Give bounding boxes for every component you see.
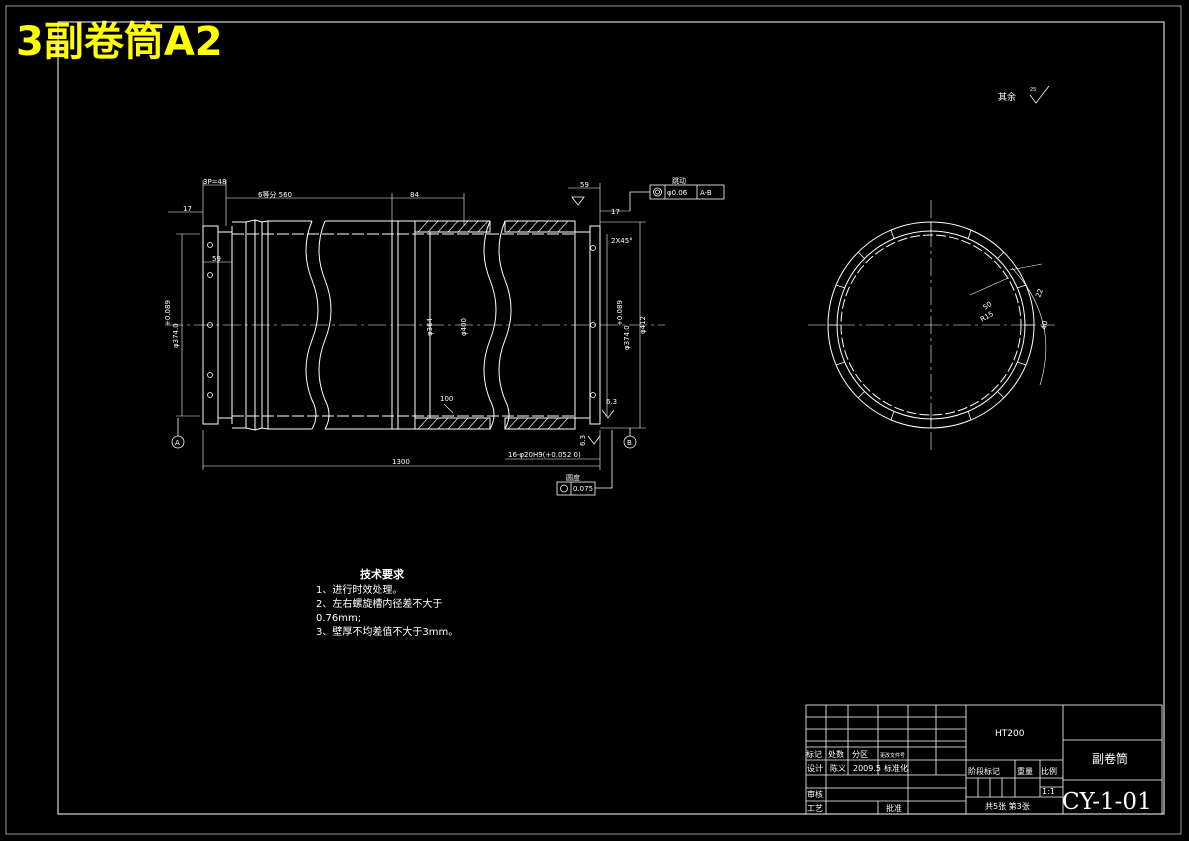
title-block-texts: HT200 副卷筒 CY-1-01 标记 处数 分区 更改文件号 设计 陈义 2… [806, 729, 1152, 815]
design-date: 2009.5 [853, 764, 881, 773]
dim-40: 40 [1040, 320, 1049, 330]
dim-phi400: φ400 [460, 318, 468, 336]
dim-63b: 6.3 [579, 435, 587, 446]
title-block [805, 704, 1163, 815]
approve-label: 批准 [886, 803, 902, 813]
dim-50: 50 [982, 300, 994, 312]
roundness-tolerance-frame [556, 430, 613, 496]
mark-label: 标记 [806, 749, 822, 759]
dim-84: 84 [410, 191, 419, 199]
dim-phi374-left: φ374.0 [172, 323, 180, 348]
drawing-title: 3副卷筒A2 [16, 19, 223, 65]
bolt-hole-icons [207, 242, 596, 398]
drum-side-view [808, 200, 1055, 450]
side-view-dimensions [969, 263, 1047, 386]
dim-2x45: 2X45° [611, 237, 633, 245]
dim-22: 22 [1034, 288, 1045, 299]
note-item-3: 0.76mm; [316, 613, 362, 624]
note-item-1: 1、进行时效处理。 [316, 585, 403, 596]
datum-b-label: B [627, 439, 632, 447]
dim-17b: 17 [611, 208, 620, 216]
material: HT200 [995, 729, 1025, 739]
review-label: 审核 [807, 789, 823, 799]
zone-label: 分区 [852, 750, 868, 759]
weight-label: 重量 [1017, 766, 1033, 776]
drawing-number: CY-1-01 [1062, 789, 1152, 815]
surface-finish-label: 其余 [998, 91, 1016, 103]
runout-label: 跳动 [672, 176, 686, 185]
dim-17a: 17 [183, 205, 192, 213]
runout-value: φ0.06 [667, 189, 688, 197]
dim-59a: 59 [212, 255, 221, 263]
change-doc-label: 更改文件号 [880, 752, 905, 759]
roughness-icons [571, 196, 615, 445]
dim-1300: 1300 [392, 458, 410, 466]
notes-title: 技术要求 [360, 568, 404, 581]
sheet-count: 共5张 第3张 [985, 801, 1030, 811]
dim-tol-left: +0.089 [164, 300, 172, 326]
datum-a-label: A [175, 439, 180, 447]
roundness-label: 圆度 [566, 473, 580, 482]
datum-symbols [171, 418, 637, 449]
dim-holes: 16-φ20H9(+0.052 0) [508, 451, 581, 459]
dim-phi364: φ364 [426, 317, 434, 336]
section-hatch [417, 220, 569, 430]
design-label: 设计 [807, 763, 823, 773]
dim-3p: 3P=48 [203, 178, 226, 186]
part-name: 副卷筒 [1092, 751, 1128, 766]
dim-63a: 6.3 [606, 398, 617, 406]
runout-tolerance-frame [629, 184, 725, 211]
stage-label: 阶段标记 [968, 766, 1000, 776]
dim-59b: 59 [580, 181, 589, 189]
technical-requirements: 技术要求 1、进行时效处理。 2、左右螺旋槽内径差不大于 0.76mm; 3、壁… [316, 568, 458, 640]
scale-label: 比例 [1041, 766, 1057, 776]
standardization-label: 标准化 [884, 763, 908, 773]
process-label: 工艺 [807, 804, 823, 813]
side-view-slots [828, 222, 1034, 428]
designer: 陈义 [830, 763, 846, 773]
scale-value: 1:1 [1042, 787, 1055, 796]
dim-tol-right: +0.089 [616, 300, 624, 326]
note-item-2: 2、左右螺旋槽内径差不大于 [316, 599, 443, 610]
dim-phi412: φ412 [639, 316, 647, 334]
drawing-border [5, 5, 1182, 835]
dim-100: 100 [440, 395, 453, 403]
runout-datum: A-B [700, 189, 712, 197]
surface-finish-icon [1029, 85, 1050, 104]
roundness-value: 0.075 [573, 485, 593, 493]
surface-finish-value: 25 [1030, 87, 1036, 93]
dim-560: 6等分 560 [258, 190, 292, 199]
dim-phi374-right: φ374.0 [623, 325, 631, 350]
dim-r15: R15 [979, 310, 995, 324]
note-item-4: 3、壁厚不均差值不大于3mm。 [316, 627, 459, 638]
dimension-lines [168, 180, 646, 470]
dimension-texts: 3P=48 17 6等分 560 84 59 59 17 2X45° φ374.… [164, 178, 647, 466]
count-label: 处数 [828, 749, 844, 759]
